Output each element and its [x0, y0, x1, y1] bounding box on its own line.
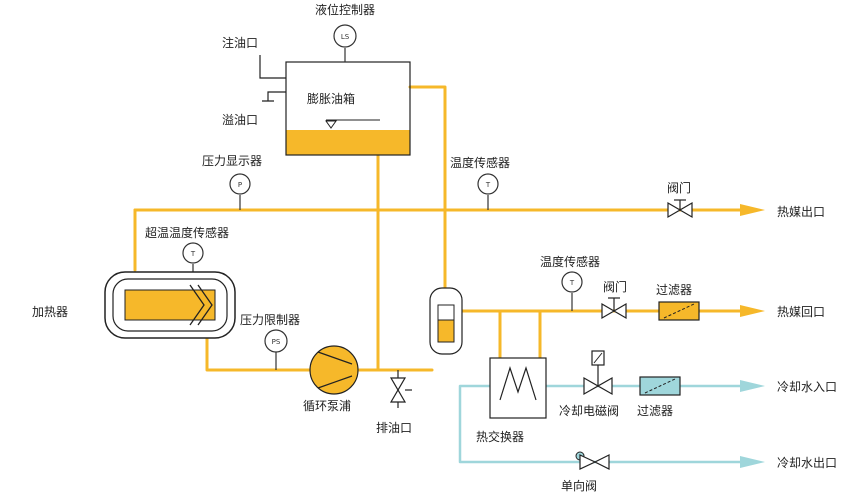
label-temp-sensor-1: 温度传感器 — [450, 155, 510, 170]
air-separator — [429, 287, 463, 355]
pressure-limiter-symbol: PS — [272, 338, 281, 346]
flow-arrows — [740, 204, 765, 468]
heater-coil-icon — [189, 284, 205, 326]
fill-port-pipe — [259, 55, 286, 79]
label-hot-media-return: 热媒回口 — [777, 305, 825, 319]
oil-pipe-tank-return — [408, 85, 447, 297]
label-pressure-display: 压力显示器 — [202, 154, 262, 168]
filter-2 — [639, 376, 681, 396]
temp-sensor-2: T — [561, 271, 583, 311]
pressure-display-symbol: P — [238, 181, 242, 189]
level-controller-symbol: LS — [341, 33, 350, 41]
label-cooling-solenoid: 冷却电磁阀 — [559, 403, 619, 418]
valve-2-icon — [601, 302, 616, 320]
label-circulation-pump: 循环泵浦 — [303, 399, 351, 413]
expansion-tank — [259, 55, 411, 156]
pressure-display: P — [229, 173, 251, 210]
labels: 液位控制器 注油口 溢油口 膨胀油箱 压力显示器 温度传感器 阀门 热媒出口 超… — [32, 2, 837, 493]
circulation-pump-body — [309, 345, 359, 395]
label-heater: 加热器 — [32, 305, 68, 319]
temp-sensor-1-symbol: T — [485, 181, 491, 189]
label-overflow-port: 溢油口 — [222, 113, 258, 127]
temp-sensor-2-symbol: T — [569, 279, 575, 287]
temp-sensor-2-gauge — [561, 271, 583, 293]
heat-exchanger — [489, 357, 547, 419]
label-cooling-water-in: 冷却水入口 — [777, 380, 837, 394]
label-filter-1: 过滤器 — [656, 283, 692, 297]
oil-pipe-heater-to-pump — [205, 336, 312, 372]
pressure-display-gauge — [229, 173, 251, 195]
heat-exchanger-body — [489, 357, 547, 419]
pump-impeller-icon — [317, 351, 353, 389]
level-controller: LS — [333, 24, 357, 62]
heat-exchanger-coil-icon — [499, 366, 537, 401]
valve-2 — [601, 297, 627, 320]
over-temp-sensor: T — [182, 242, 204, 276]
arrow-cooling-water-out — [740, 456, 765, 468]
level-controller-gauge — [333, 24, 357, 48]
label-fill-port: 注油口 — [222, 35, 258, 50]
temp-sensor-1: T — [477, 173, 499, 210]
label-valve-1: 阀门 — [667, 180, 691, 195]
arrow-hot-media-out — [740, 204, 765, 216]
cooling-solenoid-valve-icon — [583, 376, 600, 396]
label-pressure-limiter: 压力限制器 — [240, 313, 300, 327]
overflow-port-pipe — [262, 91, 286, 102]
cooling-solenoid-valve — [583, 350, 613, 396]
valve-1 — [667, 199, 693, 219]
check-valve-icon — [579, 454, 597, 470]
filter-1 — [658, 301, 700, 321]
label-level-controller: 液位控制器 — [315, 2, 375, 17]
over-temp-sensor-symbol: T — [190, 250, 196, 258]
drain-valve-icon — [389, 377, 407, 392]
tank-body — [285, 61, 411, 156]
heater-oil-core — [124, 289, 216, 321]
label-temp-sensor-2: 温度传感器 — [540, 254, 600, 269]
label-valve-2: 阀门 — [603, 279, 627, 294]
oil-piping — [133, 85, 742, 372]
label-hot-media-out: 热媒出口 — [777, 205, 825, 219]
label-heat-exchanger: 热交换器 — [476, 429, 524, 444]
label-expansion-tank: 膨胀油箱 — [307, 91, 355, 106]
drain-valve — [389, 370, 412, 408]
pressure-limiter-gauge — [264, 329, 288, 353]
over-temp-sensor-gauge — [182, 242, 204, 264]
heater — [104, 271, 236, 339]
label-drain-port: 排油口 — [376, 421, 412, 435]
label-cooling-water-out: 冷却水出口 — [777, 456, 837, 470]
arrow-cooling-water-in — [740, 380, 765, 392]
circulation-pump — [309, 345, 359, 395]
label-filter-2: 过滤器 — [637, 404, 673, 418]
temp-sensor-1-gauge — [477, 173, 499, 195]
tank-oil-fill — [286, 130, 410, 155]
valve-1-icon — [667, 201, 682, 219]
pressure-limiter: PS — [264, 329, 288, 370]
check-valve — [575, 451, 610, 470]
arrow-hot-media-return — [740, 305, 765, 317]
label-check-valve: 单向阀 — [561, 478, 597, 493]
tank-level-marker-icon — [325, 120, 337, 129]
label-over-temp-sensor: 超温温度传感器 — [145, 225, 229, 240]
air-separator-oil — [437, 319, 455, 343]
